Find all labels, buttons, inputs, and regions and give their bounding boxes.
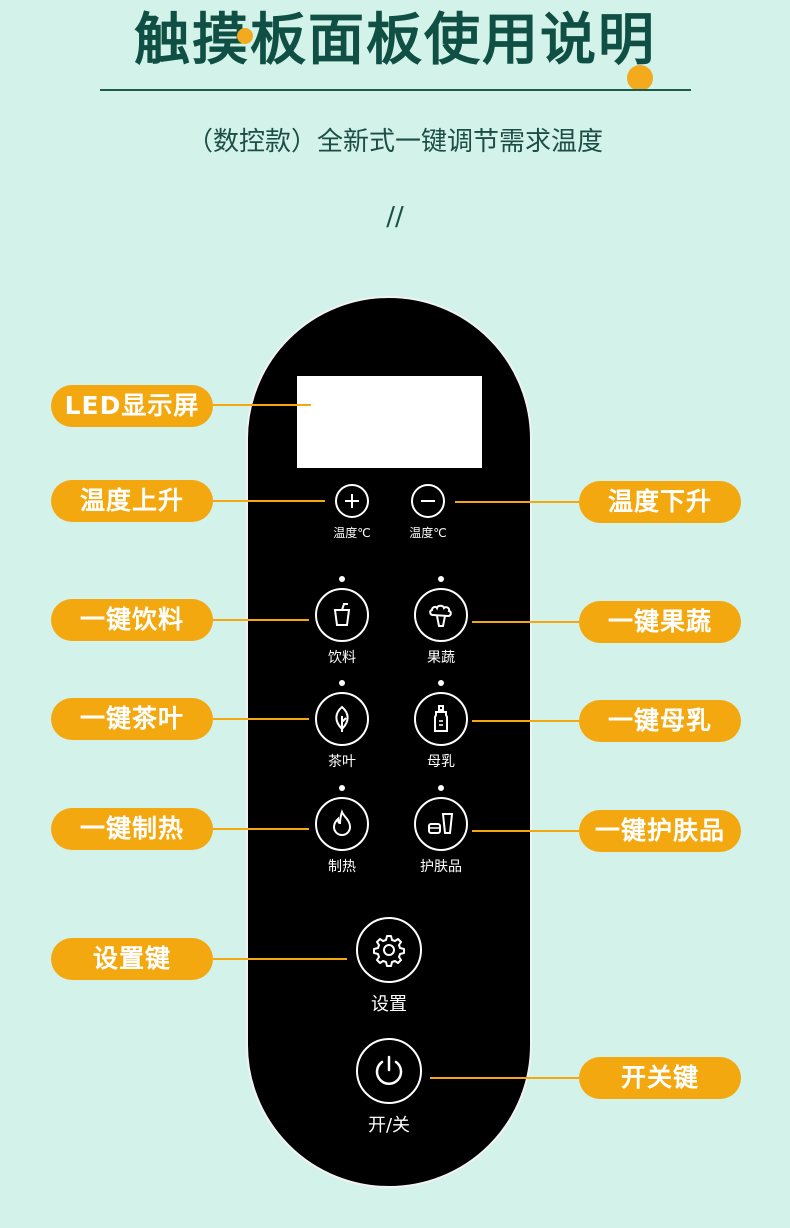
accent-dot — [237, 28, 253, 44]
veg-indicator — [438, 576, 444, 582]
veg-caption: 果蔬 — [427, 650, 455, 666]
heat-caption: 制热 — [328, 859, 356, 875]
skincare-button[interactable] — [414, 797, 468, 851]
heat-button[interactable] — [315, 797, 369, 851]
heat-leader-line — [213, 828, 309, 830]
plus-icon — [345, 494, 359, 508]
milk-indicator — [438, 680, 444, 686]
tea-label: 一键茶叶 — [51, 698, 213, 740]
page-title: 触摸板面板使用说明 — [134, 8, 656, 73]
cup-icon — [333, 603, 351, 626]
temp-down-label: 温度下升 — [579, 481, 741, 523]
temp-down-leader-line — [455, 501, 579, 503]
heat-label: 一键制热 — [51, 808, 213, 850]
drink-label: 一键饮料 — [51, 599, 213, 641]
flame-icon — [332, 809, 352, 836]
settings-button[interactable] — [356, 917, 422, 983]
accent-dot — [627, 65, 653, 91]
drink-caption: 饮料 — [328, 650, 356, 666]
skincare-leader-line — [472, 830, 579, 832]
temp-down-button[interactable] — [411, 484, 445, 518]
tea-leader-line — [213, 718, 309, 720]
veg-button[interactable] — [414, 588, 468, 642]
skincare-indicator — [438, 785, 444, 791]
drink-leader-line — [213, 619, 309, 621]
power-button[interactable] — [356, 1038, 422, 1104]
temp-down-caption: 温度℃ — [409, 526, 447, 540]
milk-label: 一键母乳 — [579, 700, 741, 742]
settings-label: 设置键 — [51, 938, 213, 980]
drink-button[interactable] — [315, 588, 369, 642]
power-leader-line — [430, 1077, 579, 1079]
drink-indicator — [339, 576, 345, 582]
heat-indicator — [339, 785, 345, 791]
led-display-label: LED显示屏 — [51, 385, 213, 427]
led-leader-line — [213, 404, 311, 406]
page-subtitle: （数控款）全新式一键调节需求温度 — [186, 127, 603, 157]
temp-up-button[interactable] — [335, 484, 369, 518]
power-icon — [375, 1055, 403, 1085]
tea-caption: 茶叶 — [328, 754, 356, 770]
milk-leader-line — [472, 720, 579, 722]
settings-leader-line — [213, 958, 347, 960]
gear-icon — [373, 935, 405, 967]
veg-label: 一键果蔬 — [579, 601, 741, 643]
temp-up-caption: 温度℃ — [333, 526, 371, 540]
milk-button[interactable] — [414, 692, 468, 746]
power-label: 开关键 — [579, 1057, 741, 1099]
tea-indicator — [339, 680, 345, 686]
veg-leader-line — [472, 621, 579, 623]
minus-icon — [421, 500, 435, 502]
cosmetics-icon — [428, 813, 454, 834]
milk-caption: 母乳 — [427, 754, 455, 770]
tea-button[interactable] — [315, 692, 369, 746]
temp-up-label: 温度上升 — [51, 480, 213, 522]
skincare-label: 一键护肤品 — [579, 810, 741, 852]
broccoli-icon — [429, 604, 452, 627]
leaf-icon — [335, 705, 349, 732]
settings-caption: 设置 — [371, 994, 407, 1015]
power-caption: 开/关 — [367, 1115, 411, 1136]
title-underline — [100, 89, 691, 91]
temp-up-leader-line — [213, 500, 325, 502]
divider-mark: // — [386, 202, 404, 232]
led-display — [297, 376, 482, 468]
skincare-caption: 护肤品 — [420, 859, 462, 875]
baby-bottle-icon — [434, 705, 448, 732]
